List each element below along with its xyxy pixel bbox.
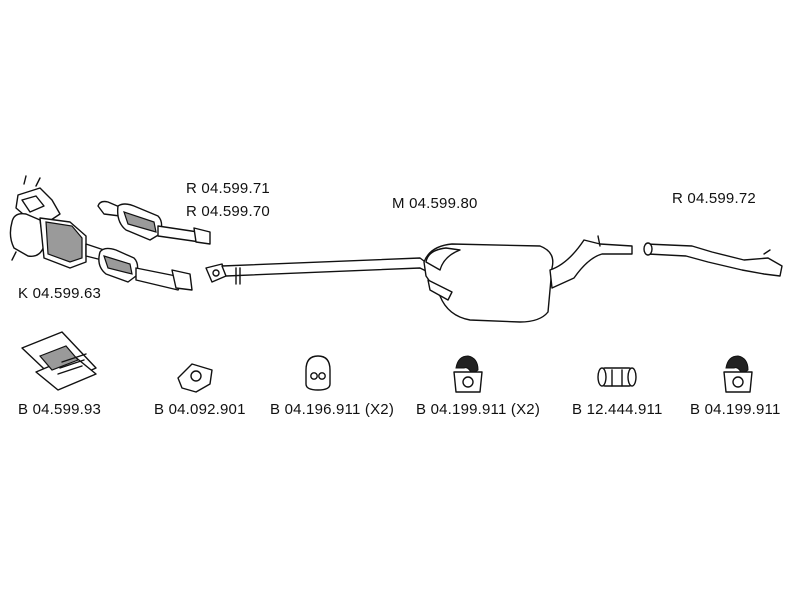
part-label-front-pipe-a: R 04.599.71 [186, 180, 270, 197]
flange-part[interactable] [205, 263, 227, 283]
part-label-catalyst: K 04.599.63 [18, 285, 102, 302]
mounting-kit-icon[interactable] [21, 331, 97, 391]
fitting-label-rubber-hanger: B 04.196.911 (X2) [270, 401, 395, 418]
gasket-icon[interactable] [177, 363, 213, 393]
clamp-hanger-single-icon[interactable] [723, 355, 753, 393]
middle-silencer-part[interactable] [221, 235, 633, 323]
part-label-rear-pipe: R 04.599.72 [672, 190, 756, 207]
rubber-hanger-icon[interactable] [305, 355, 331, 391]
rear-pipe-part[interactable] [643, 242, 783, 277]
fitting-label-clamp-hanger: B 04.199.911 (X2) [416, 401, 541, 418]
front-pipe-part[interactable] [97, 200, 211, 245]
clamp-hanger-icon[interactable] [453, 355, 483, 393]
part-label-front-pipe-b: R 04.599.70 [186, 203, 270, 220]
catalytic-converter-part[interactable] [9, 175, 193, 291]
part-label-middle-silencer: M 04.599.80 [392, 195, 478, 212]
fitting-label-gasket: B 04.092.901 [154, 401, 246, 418]
fitting-label-clamp-hanger-single: B 04.199.911 [690, 401, 781, 418]
pipe-clamp-icon[interactable] [597, 367, 637, 387]
fitting-label-pipe-clamp: B 12.444.911 [572, 401, 663, 418]
fitting-label-mounting-kit: B 04.599.93 [18, 401, 102, 418]
